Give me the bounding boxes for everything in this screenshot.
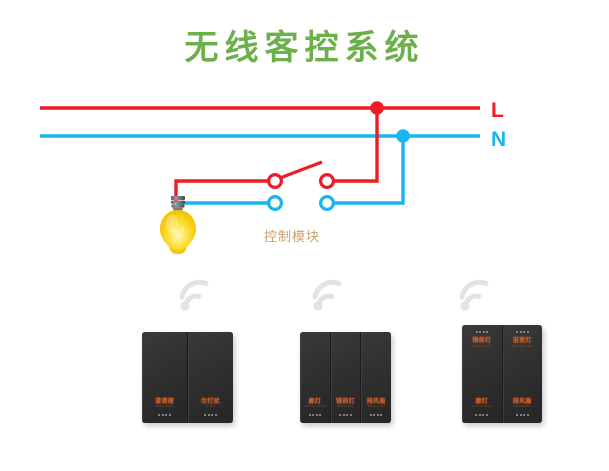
switch-key-bathroom-light[interactable]: 浴室灯 Bathroom Light	[511, 331, 534, 348]
key-led-indicators	[204, 414, 217, 416]
switch-key-mirror-lamp[interactable]: 镜前灯 Mirror Lamp	[330, 332, 362, 423]
live-terminal-out	[319, 172, 336, 189]
key-led-indicators	[339, 414, 352, 416]
switch-key-label: 廊灯 Corridor Lamp	[471, 397, 492, 409]
key-led-indicators	[158, 414, 171, 416]
switch-column-left: 镜前灯 Mirror Lamp 廊灯 Corridor Lamp	[462, 325, 503, 423]
key-led-indicators	[308, 414, 322, 416]
light-bulb	[157, 196, 199, 258]
live-junction-dot	[370, 101, 384, 115]
switch-key-corridor-lamp[interactable]: 廊灯 Corridor Lamp	[471, 397, 492, 416]
switch-key-do-not-disturb[interactable]: 勿打扰 D.N.D	[188, 332, 233, 423]
neutral-line-label: N	[491, 128, 507, 151]
wifi-signal-icon	[308, 277, 352, 311]
switch-panel-doorbell-2gang[interactable]: 请清理 Please Clean 勿打扰 D.N.D	[142, 332, 233, 423]
switch-key-corridor-lamp[interactable]: 廊灯 Corridor Lamp	[300, 332, 331, 423]
bulb-live-wire	[174, 179, 270, 203]
control-module-label: 控制模块	[264, 230, 321, 245]
neutral-drop-wire	[334, 136, 405, 205]
switch-key-label: 镜前灯 Mirror Lamp	[472, 337, 492, 348]
switch-column-right: 浴室灯 Bathroom Light 排风扇 Exhaust Fan	[502, 325, 542, 423]
live-line-label: L	[491, 99, 504, 122]
neutral-terminal-in	[267, 194, 284, 211]
key-led-indicators	[475, 331, 488, 333]
switch-key-exhaust-fan[interactable]: 排风扇 Exhaust Fan	[361, 332, 391, 423]
switch-lever	[279, 160, 323, 180]
key-led-indicators	[516, 331, 529, 333]
wifi-signal-icon	[455, 277, 499, 311]
key-led-indicators	[516, 414, 529, 416]
bulb-cap	[171, 196, 185, 200]
page-title: 无线客控系统	[184, 28, 425, 68]
switch-key-label: 排风扇 Exhaust Fan	[366, 397, 386, 409]
live-drop-wire	[334, 108, 379, 183]
switch-key-mirror-lamp[interactable]: 镜前灯 Mirror Lamp	[472, 331, 491, 348]
switch-key-label: 廊灯 Corridor Lamp	[304, 397, 325, 409]
switch-key-label: 镜前灯 Mirror Lamp	[336, 397, 355, 409]
switch-panel-bathroom-3gang[interactable]: 廊灯 Corridor Lamp 镜前灯 Mirror Lamp 排风扇 Exh…	[300, 332, 391, 423]
switch-key-label: 勿打扰 D.N.D	[201, 397, 220, 409]
key-led-indicators	[475, 414, 488, 416]
neutral-junction-dot	[396, 129, 410, 143]
switch-key-label: 请清理 Please Clean	[155, 397, 174, 409]
neutral-terminal-out	[319, 194, 336, 211]
wiring-diagram	[0, 85, 609, 265]
live-terminal-in	[267, 172, 284, 189]
wifi-signal-icon	[175, 277, 219, 311]
switch-panel-bathroom-4gang[interactable]: 镜前灯 Mirror Lamp 廊灯 Corridor Lamp 浴室灯 Bat…	[462, 325, 542, 423]
switch-key-please-clean[interactable]: 请清理 Please Clean	[142, 332, 188, 423]
switch-key-exhaust-fan[interactable]: 排风扇 Exhaust Fan	[512, 397, 532, 416]
bulb-glass	[160, 210, 196, 254]
switch-key-label: 浴室灯 Bathroom Light	[511, 337, 534, 348]
switch-key-label: 排风扇 Exhaust Fan	[512, 397, 532, 409]
key-led-indicators	[369, 414, 383, 416]
